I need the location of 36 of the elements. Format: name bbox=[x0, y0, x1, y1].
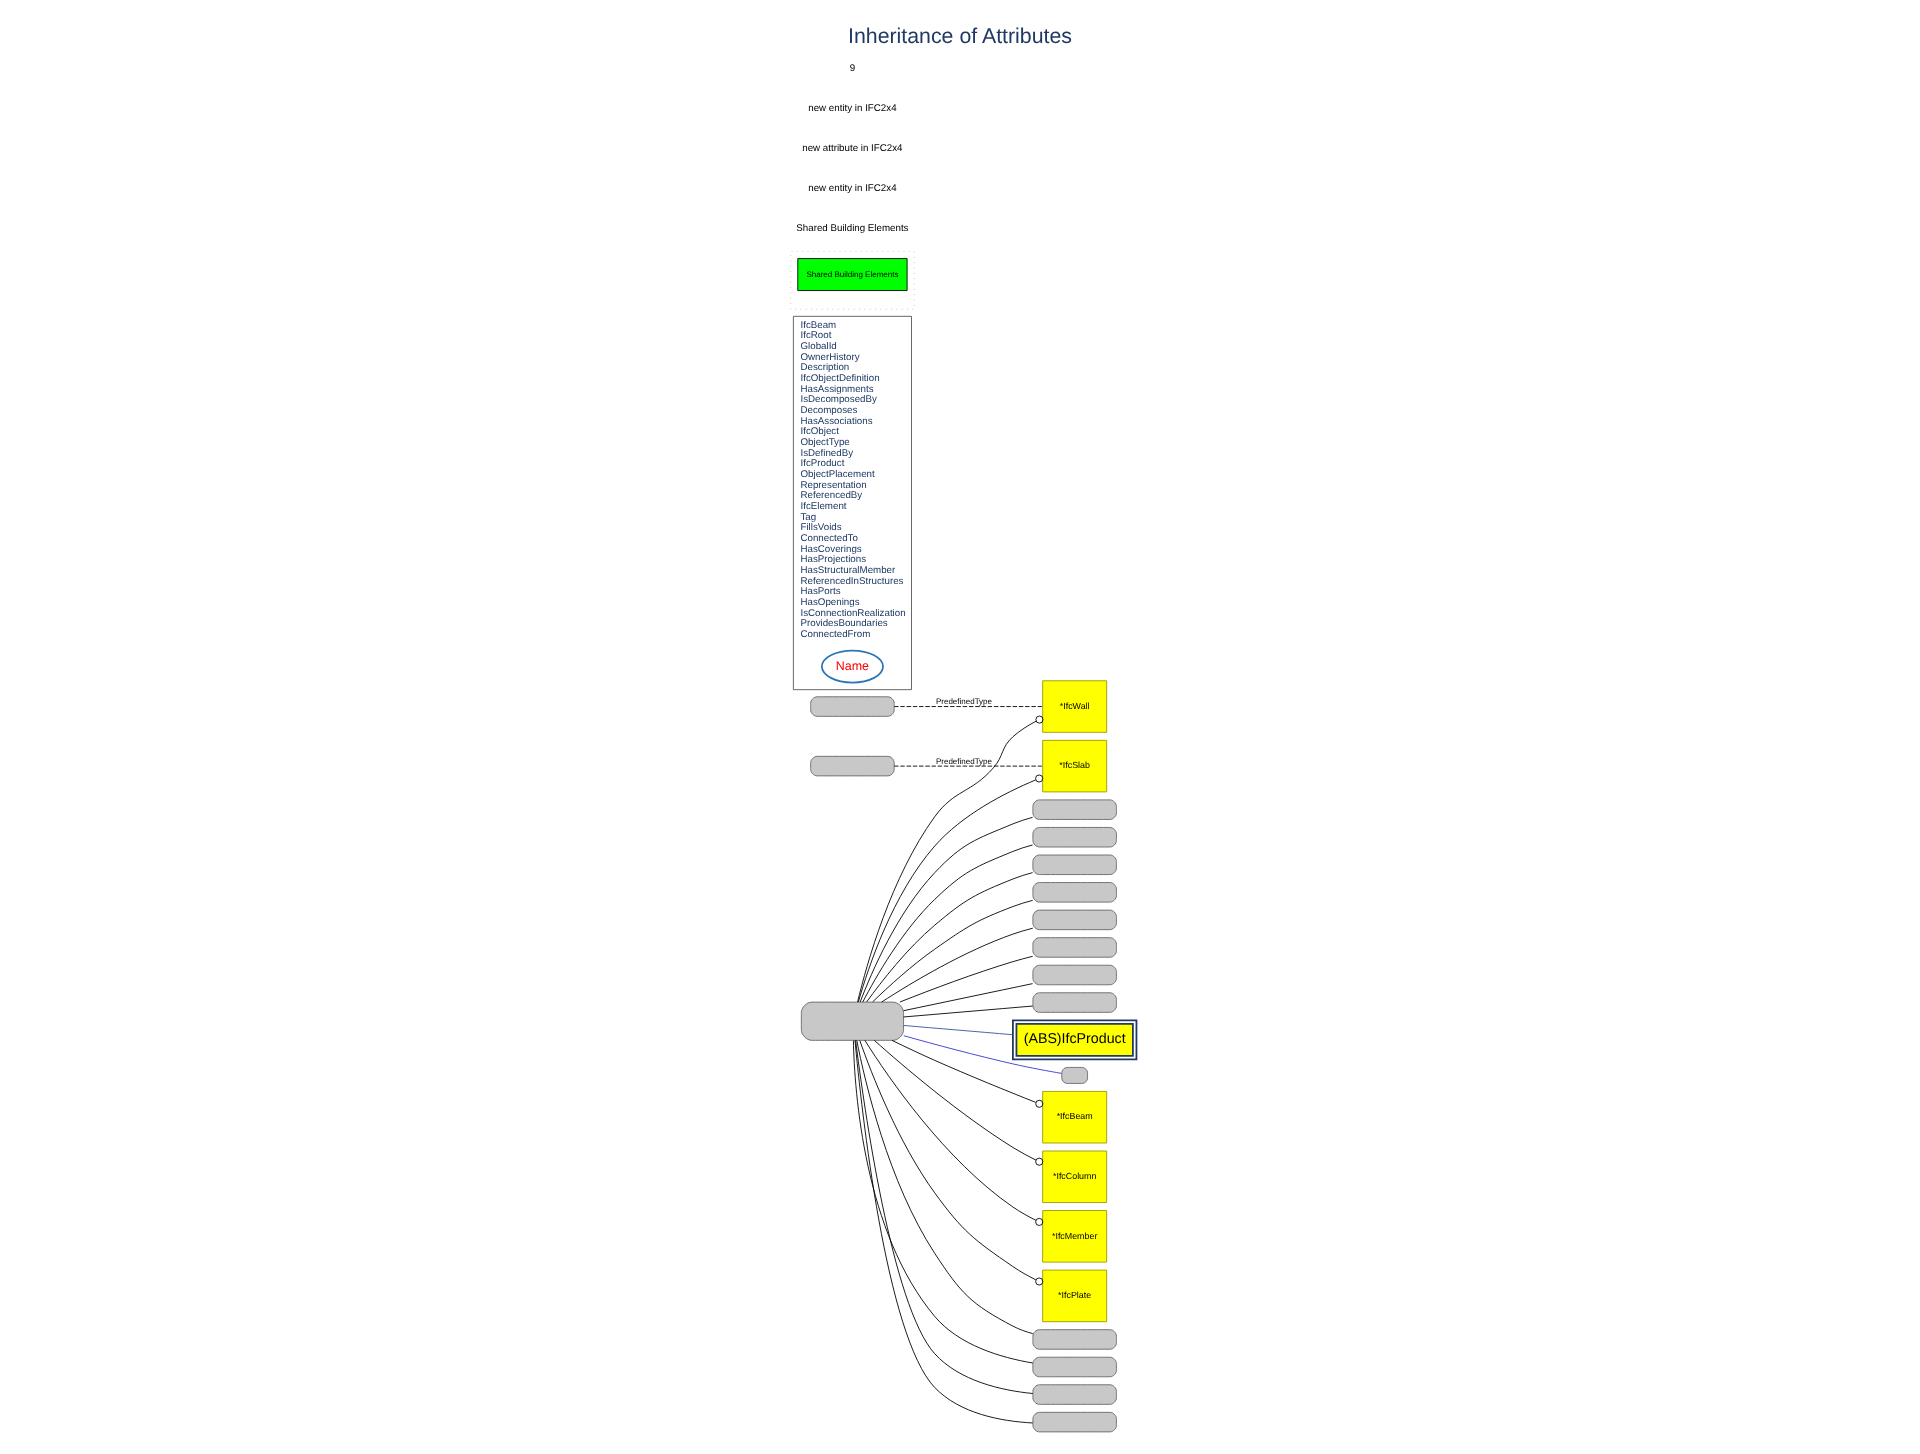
node-box bbox=[1032, 799, 1117, 820]
node-box bbox=[1032, 909, 1117, 931]
node-box bbox=[810, 696, 895, 717]
node-box bbox=[1032, 1356, 1117, 1378]
node-box bbox=[1032, 992, 1117, 1013]
node-box bbox=[1061, 1067, 1088, 1084]
connector bbox=[891, 1039, 1044, 1108]
cluster bbox=[790, 251, 915, 310]
connector bbox=[903, 1005, 1033, 1018]
node-box bbox=[1032, 964, 1117, 986]
connector bbox=[903, 1035, 1063, 1074]
diagram-title: Inheritance of Attributes bbox=[848, 24, 1072, 49]
connector bbox=[893, 765, 1044, 767]
connector bbox=[899, 955, 1034, 1003]
node-box bbox=[810, 755, 895, 777]
connector bbox=[872, 899, 1034, 1003]
connector bbox=[864, 1039, 1044, 1226]
connector bbox=[903, 983, 1033, 1012]
connector bbox=[862, 844, 1034, 1003]
node-box bbox=[1032, 1384, 1117, 1405]
connector bbox=[893, 706, 1044, 707]
connector bbox=[881, 927, 1034, 1003]
connector bbox=[866, 872, 1034, 1003]
connector bbox=[859, 816, 1034, 1003]
connector bbox=[903, 1025, 1014, 1036]
node-box bbox=[1032, 827, 1117, 848]
node-box bbox=[1032, 1411, 1117, 1433]
node-box bbox=[1032, 937, 1117, 958]
connector bbox=[857, 715, 1044, 1003]
node-box bbox=[1032, 1329, 1117, 1350]
connector bbox=[859, 1040, 1044, 1286]
connector bbox=[873, 1039, 1044, 1166]
node-box bbox=[1032, 854, 1117, 875]
node-box bbox=[1032, 882, 1117, 903]
connector bbox=[857, 774, 1044, 1003]
node-box bbox=[800, 1001, 904, 1041]
